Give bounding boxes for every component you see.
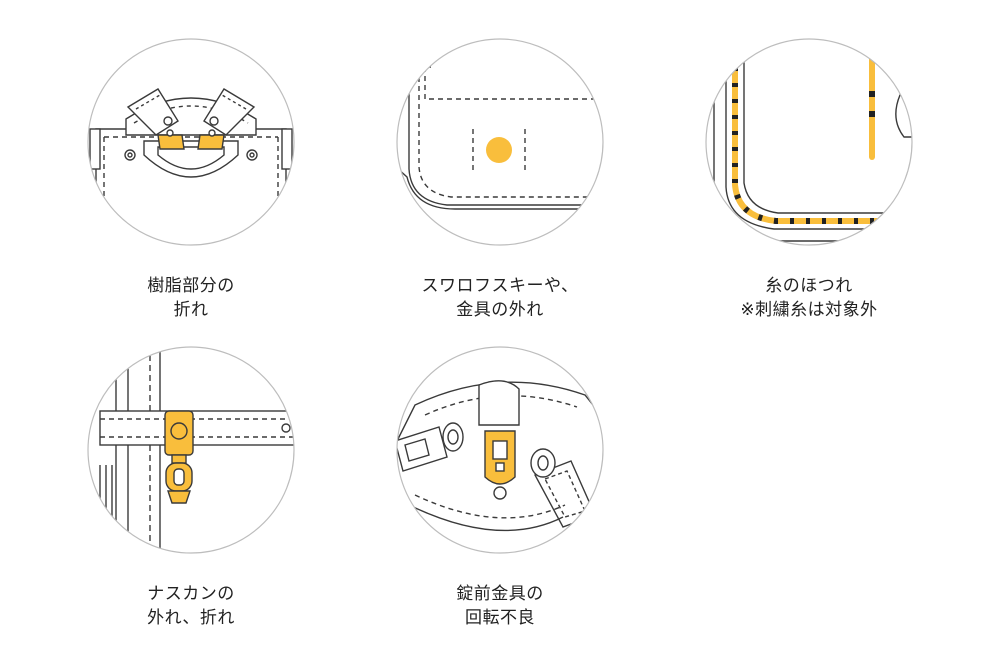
item-caption: 錠前金具の 回転不良 bbox=[456, 584, 544, 628]
item-caption: 糸のほつれ ※刺繍糸は対象外 bbox=[740, 276, 878, 320]
repair-item-thread: 糸のほつれ ※刺繍糸は対象外 bbox=[704, 37, 914, 320]
item-caption: 樹脂部分の 折れ bbox=[147, 276, 235, 320]
item-caption: スワロフスキーや、 金具の外れ bbox=[421, 276, 579, 320]
repair-item-lock: 錠前金具の 回転不良 bbox=[395, 345, 605, 628]
repair-item-nascan: ナスカンの 外れ、折れ bbox=[86, 345, 296, 628]
backpack-hinge-plastic-icon bbox=[87, 38, 295, 246]
repair-item-crystal-fitting: スワロフスキーや、 金具の外れ bbox=[395, 37, 605, 320]
lock-buckle-icon bbox=[396, 346, 604, 554]
nascan-hook-icon bbox=[87, 346, 295, 554]
repair-item-resin-break: 樹脂部分の 折れ bbox=[86, 37, 296, 320]
stitching-thread-icon bbox=[705, 38, 913, 246]
backpack-crystal-stud-icon bbox=[396, 38, 604, 246]
item-caption: ナスカンの 外れ、折れ bbox=[147, 584, 235, 628]
